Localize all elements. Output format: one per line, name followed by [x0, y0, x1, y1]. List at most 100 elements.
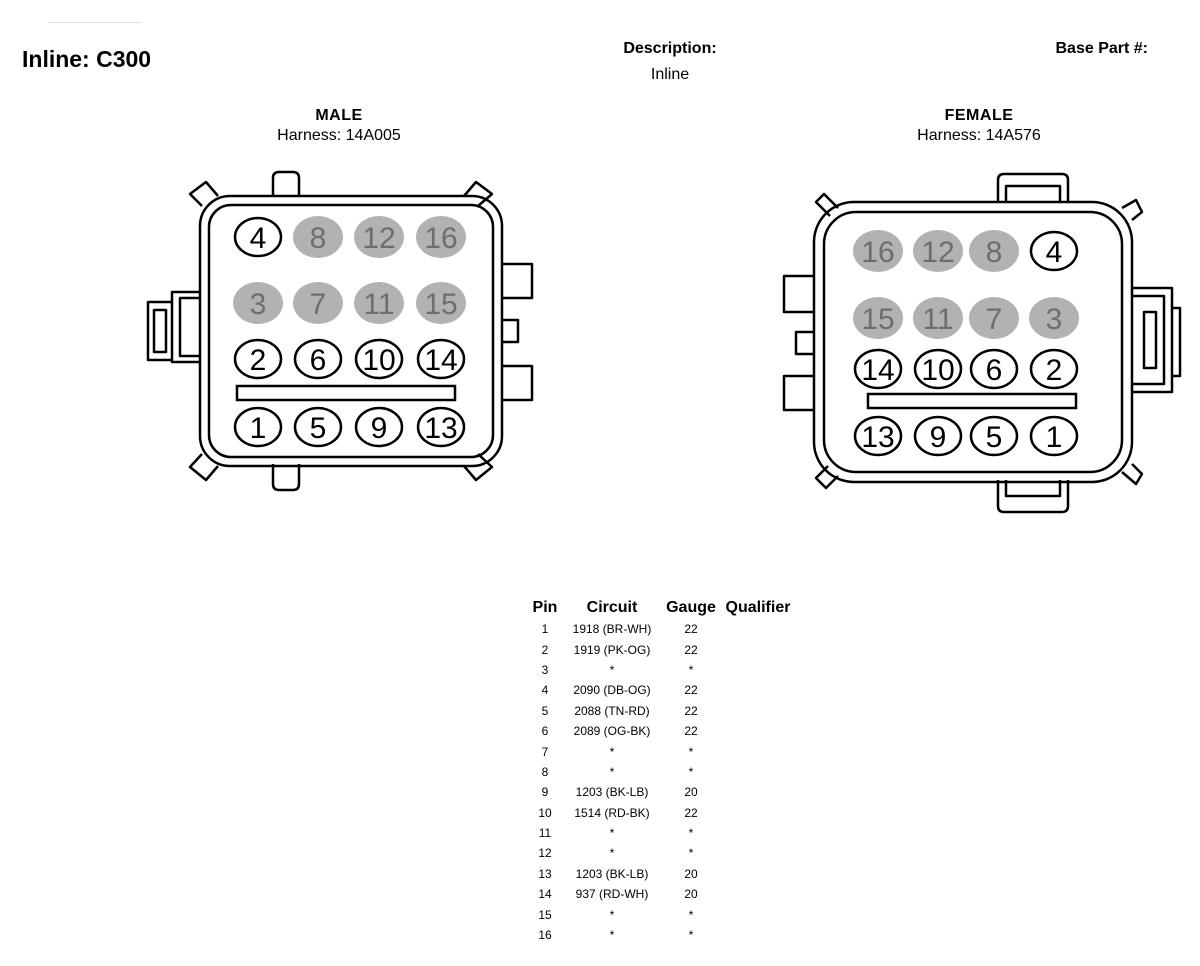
base-part-label: Base Part #:: [1055, 40, 1149, 57]
qualifier-cell: [722, 904, 794, 924]
male-pin-cavity: [354, 406, 404, 448]
pin-cell: 12: [538, 846, 552, 861]
male-pin-label: 14: [424, 344, 457, 377]
female-pin-8: 8: [969, 230, 1019, 272]
female-pin-12: 12: [913, 230, 963, 272]
female-pin-cavity: [853, 230, 903, 272]
male-pin-cavity: [293, 338, 343, 380]
female-pin-cavity: [913, 297, 963, 339]
male-pin-8: 8: [293, 216, 343, 258]
qualifier-cell: [722, 619, 794, 639]
female-connector-housing: [782, 172, 1182, 514]
female-key-bar: [866, 392, 1078, 410]
circuit-cell: 1203 (BK-LB): [575, 866, 649, 881]
qualifier-cell: [722, 803, 794, 823]
female-pin-4: 4: [1029, 230, 1079, 272]
female-pin-15: 15: [853, 297, 903, 339]
female-pin-6: 6: [969, 348, 1019, 390]
male-pin-cavity: [354, 338, 404, 380]
male-pin-cavity: [416, 282, 466, 324]
female-pin-label: 2: [1046, 354, 1063, 387]
qualifier-cell: [722, 639, 794, 659]
male-pin-label: 1: [250, 412, 267, 445]
male-pin-cavity: [293, 282, 343, 324]
male-pin-label: 12: [362, 222, 395, 255]
male-connector-harness: Harness: 14A005: [277, 127, 401, 144]
male-pin-13: 13: [416, 406, 466, 448]
pin-cell: 1: [541, 622, 549, 637]
gauge-cell: 20: [684, 866, 698, 881]
male-pin-cavity: [416, 216, 466, 258]
male-pin-cavity: [354, 216, 404, 258]
pin-cell: 9: [541, 785, 549, 800]
circuit-cell: *: [609, 744, 615, 759]
qualifier-cell: [722, 701, 794, 721]
qualifier-cell: [722, 925, 794, 945]
circuit-cell: *: [609, 764, 615, 779]
table-row: 3**: [526, 660, 794, 680]
female-pin-label: 12: [921, 236, 954, 269]
circuit-cell: *: [609, 907, 615, 922]
female-pin-label: 13: [861, 421, 894, 454]
female-pin-label: 3: [1046, 303, 1063, 336]
table-header-row: Pin Circuit Gauge Qualifier: [526, 597, 794, 619]
pin-cell: 2: [541, 642, 549, 657]
female-pin-label: 6: [986, 354, 1003, 387]
male-pin-label: 6: [310, 344, 327, 377]
male-pin-label: 13: [424, 412, 457, 445]
female-pin-10: 10: [913, 348, 963, 390]
male-pin-label: 10: [362, 344, 395, 377]
page-title: Inline: C300: [22, 46, 152, 72]
female-pin-label: 5: [986, 421, 1003, 454]
gauge-cell: *: [688, 826, 694, 841]
female-pin-cavity: [1029, 230, 1079, 272]
gauge-cell: 20: [684, 887, 698, 902]
female-pin-cavity: [969, 415, 1019, 457]
male-connector-housing: [146, 170, 534, 492]
male-pin-cavity: [416, 338, 466, 380]
circuit-cell: *: [609, 826, 615, 841]
male-pin-label: 11: [363, 288, 394, 321]
female-pin-label: 10: [921, 354, 954, 387]
male-pin-label: 15: [424, 288, 457, 321]
male-pin-cavity: [416, 406, 466, 448]
pin-cell: 15: [538, 907, 552, 922]
female-pin-cavity: [853, 297, 903, 339]
description-value: Inline: [650, 66, 690, 83]
female-pin-label: 16: [861, 236, 894, 269]
male-pin-cavity: [354, 282, 404, 324]
female-pin-label: 9: [930, 421, 947, 454]
female-pin-cavity: [969, 297, 1019, 339]
table-row: 7**: [526, 741, 794, 761]
qualifier-cell: [722, 864, 794, 884]
table-row: 8 * *: [526, 762, 794, 782]
qualifier-cell: [722, 680, 794, 700]
qualifier-cell: [722, 782, 794, 802]
circuit-cell: 1919 (PK-OG): [573, 642, 651, 657]
male-pin-4: 4: [233, 216, 283, 258]
male-pin-14: 14: [416, 338, 466, 380]
female-connector-title: FEMALE: [944, 107, 1014, 124]
pin-cell: 8: [541, 764, 549, 779]
male-pin-label: 4: [250, 222, 267, 255]
female-pin-13: 13: [853, 415, 903, 457]
female-pin-14: 14: [853, 348, 903, 390]
male-pin-12: 12: [354, 216, 404, 258]
header-pin: Pin: [532, 599, 558, 616]
qualifier-cell: [722, 762, 794, 782]
female-pin-3: 3: [1029, 297, 1079, 339]
table-row: 15**: [526, 904, 794, 924]
female-connector-harness: Harness: 14A576: [917, 127, 1041, 144]
female-pin-cavity: [853, 415, 903, 457]
gauge-cell: *: [688, 764, 694, 779]
male-pin-label: 9: [371, 412, 388, 445]
male-pin-label: 7: [310, 288, 327, 321]
pin-cell: 14: [538, 887, 552, 902]
pin-cell: 7: [541, 744, 549, 759]
